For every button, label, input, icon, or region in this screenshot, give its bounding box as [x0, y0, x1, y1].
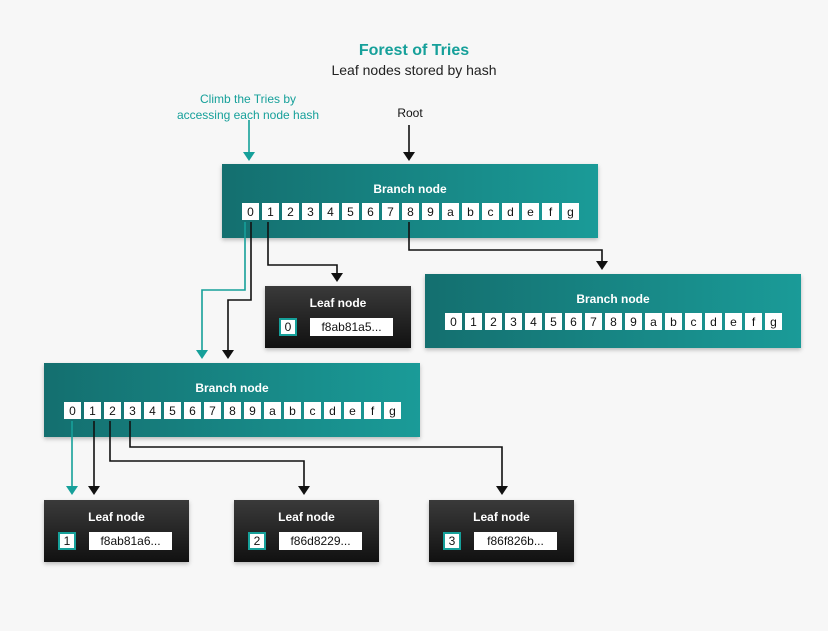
branch-cell-8: 8: [402, 203, 419, 220]
arrowhead-climb-entry: [243, 152, 255, 161]
branch-cell-7: 7: [204, 402, 221, 419]
edge-branch2-slot3: [129, 421, 503, 487]
branch-cell-4: 4: [525, 313, 542, 330]
branch-cell-b: b: [462, 203, 479, 220]
arrowhead-root: [403, 152, 415, 161]
leaf-node-key: 2: [248, 532, 266, 550]
leaf-node-label: Leaf node: [88, 510, 145, 524]
branch-cell-a: a: [645, 313, 662, 330]
branch-cell-8: 8: [224, 402, 241, 419]
leaf-node-hash: f86f826b...: [474, 532, 557, 550]
edge-branch0-slot0: [227, 222, 252, 351]
leaf-node-hash: f8ab81a5...: [310, 318, 393, 336]
branch-cell-g: g: [765, 313, 782, 330]
branch-cell-0: 0: [242, 203, 259, 220]
branch-cell-2: 2: [282, 203, 299, 220]
leaf-node-hash: f8ab81a6...: [89, 532, 172, 550]
branch-cell-a: a: [264, 402, 281, 419]
edge-branch0-slot8: [408, 222, 603, 262]
branch-cell-4: 4: [144, 402, 161, 419]
branch-cell-2: 2: [485, 313, 502, 330]
branch-cell-7: 7: [585, 313, 602, 330]
branch-cell-1: 1: [262, 203, 279, 220]
arrowhead-to-lower-branch: [222, 350, 234, 359]
diagram-title: Forest of Tries: [358, 42, 470, 59]
edge-branch2-slot2: [109, 421, 305, 487]
leaf-node-key: 3: [443, 532, 461, 550]
branch-cell-4: 4: [322, 203, 339, 220]
branch-cell-c: c: [482, 203, 499, 220]
branch-cell-9: 9: [422, 203, 439, 220]
branch-cell-e: e: [725, 313, 742, 330]
branch-cell-1: 1: [465, 313, 482, 330]
leaf-node-0: Leaf node 0 f8ab81a5...: [265, 286, 411, 348]
branch-node-label: Branch node: [373, 182, 447, 196]
branch-cell-g: g: [384, 402, 401, 419]
branch-cell-c: c: [685, 313, 702, 330]
climb-arrow-to-lower: [201, 222, 246, 351]
branch-cell-3: 3: [302, 203, 319, 220]
branch-cell-6: 6: [565, 313, 582, 330]
branch-cell-e: e: [522, 203, 539, 220]
arrowhead-climb-leaf: [66, 486, 78, 495]
branch-cell-5: 5: [342, 203, 359, 220]
branch-cell-5: 5: [164, 402, 181, 419]
branch-cell-c: c: [304, 402, 321, 419]
branch-cell-6: 6: [184, 402, 201, 419]
branch-cell-1: 1: [84, 402, 101, 419]
leaf-node-1: Leaf node 1 f8ab81a6...: [44, 500, 189, 562]
leaf-node-2: Leaf node 2 f86d8229...: [234, 500, 379, 562]
branch-cell-7: 7: [382, 203, 399, 220]
leaf-node-key: 1: [58, 532, 76, 550]
leaf-node-hash: f86d8229...: [279, 532, 362, 550]
climb-annotation-line2: accessing each node hash: [176, 108, 320, 122]
branch-cell-0: 0: [64, 402, 81, 419]
branch-node-label: Branch node: [576, 292, 650, 306]
diagram-subtitle: Leaf nodes stored by hash: [331, 62, 497, 78]
branch-cell-5: 5: [545, 313, 562, 330]
edge-branch0-slot1: [267, 222, 338, 274]
branch-cell-6: 6: [362, 203, 379, 220]
arrowhead-to-leaf1: [88, 486, 100, 495]
arrowhead-to-leaf2: [298, 486, 310, 495]
climb-annotation: Climb the Tries by accessing each node h…: [168, 91, 328, 123]
branch-cell-d: d: [324, 402, 341, 419]
branch-cell-2: 2: [104, 402, 121, 419]
branch-node-label: Branch node: [195, 381, 269, 395]
leaf-node-label: Leaf node: [309, 296, 367, 310]
branch-cell-3: 3: [124, 402, 141, 419]
climb-annotation-line1: Climb the Tries by: [199, 92, 297, 106]
branch-cell-8: 8: [605, 313, 622, 330]
leaf-node-3: Leaf node 3 f86f826b...: [429, 500, 574, 562]
arrowhead-climb-lower: [196, 350, 208, 359]
leaf-node-label: Leaf node: [473, 510, 530, 524]
leaf-node-key: 0: [279, 318, 297, 336]
branch-cell-b: b: [665, 313, 682, 330]
branch-cell-a: a: [442, 203, 459, 220]
branch-cell-0: 0: [445, 313, 462, 330]
arrowhead-to-leaf0: [331, 273, 343, 282]
branch-cell-d: d: [705, 313, 722, 330]
branch-cell-e: e: [344, 402, 361, 419]
branch-cell-9: 9: [244, 402, 261, 419]
branch-cell-b: b: [284, 402, 301, 419]
leaf-node-label: Leaf node: [278, 510, 335, 524]
branch-cell-f: f: [542, 203, 559, 220]
branch-cell-d: d: [502, 203, 519, 220]
branch-cell-g: g: [562, 203, 579, 220]
branch-cell-f: f: [745, 313, 762, 330]
branch-cell-3: 3: [505, 313, 522, 330]
arrowhead-to-right-branch: [596, 261, 608, 270]
root-annotation: Root: [397, 106, 423, 120]
branch-cell-9: 9: [625, 313, 642, 330]
branch-cell-f: f: [364, 402, 381, 419]
arrowhead-to-leaf3: [496, 486, 508, 495]
